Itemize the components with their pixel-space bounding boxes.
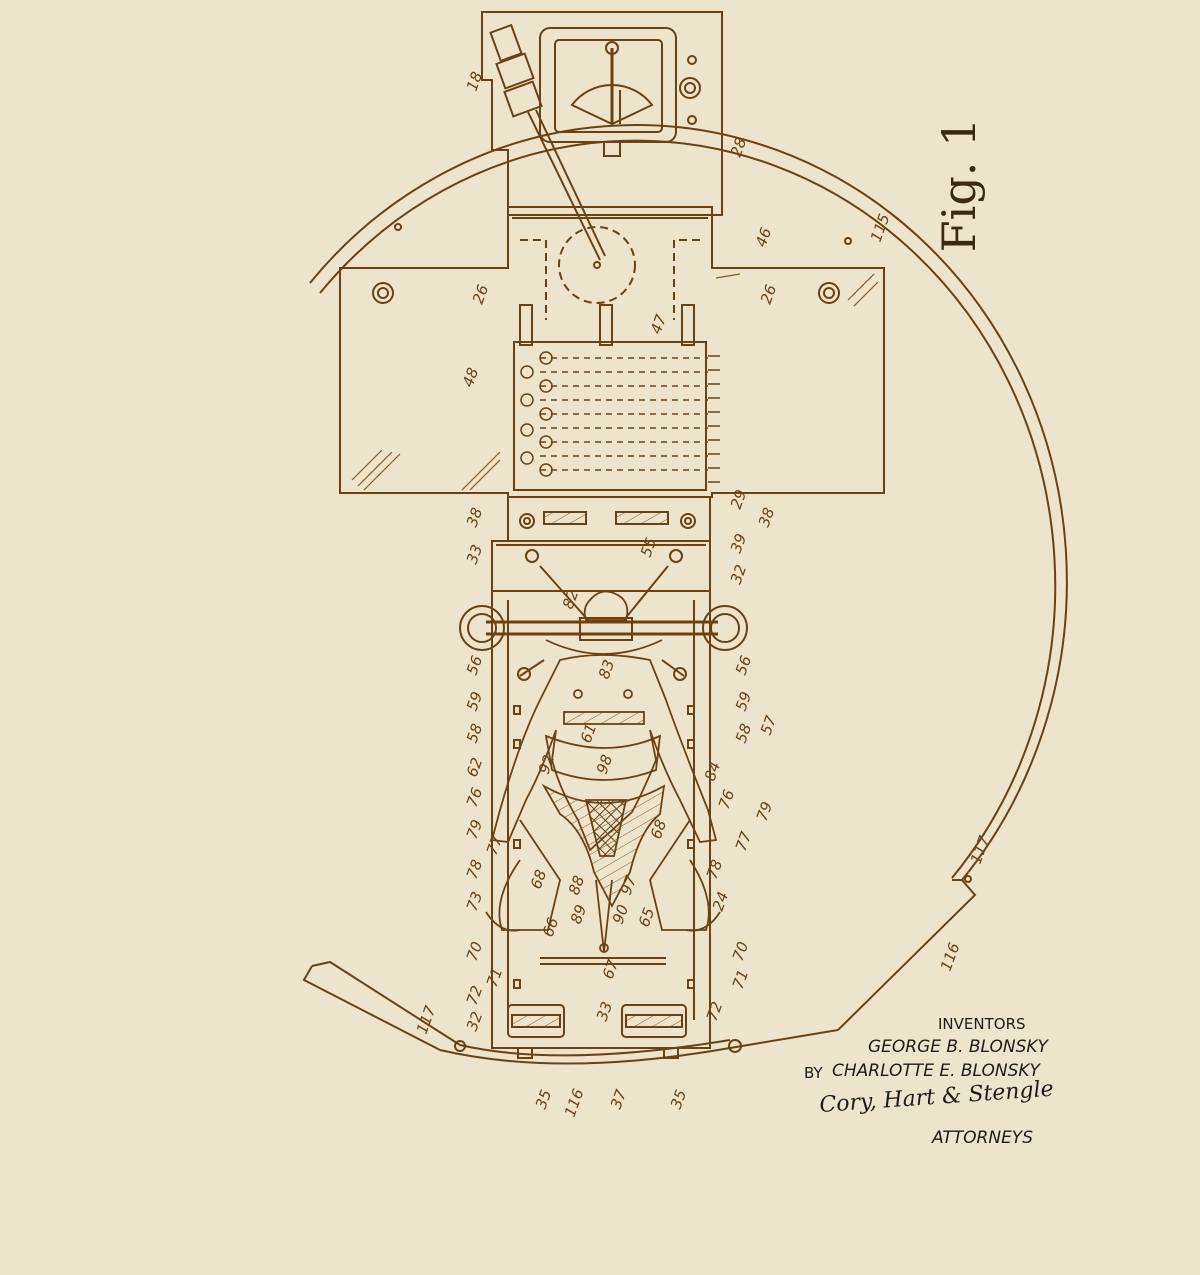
ref-83: 83 [595,657,618,681]
ref-58-right: 58 [732,721,755,745]
attorneys-label: ATTORNEYS [931,1128,1033,1148]
base-plate [339,206,885,498]
ref-116-right: 116 [937,940,964,973]
ref-72-left: 72 [463,983,486,1007]
ref-33-top: 33 [463,542,486,566]
ref-38-right: 38 [755,505,778,529]
ref-73: 73 [463,889,486,913]
table-frame [491,496,711,1059]
ref-37: 37 [607,1087,631,1112]
ref-35-left: 35 [532,1087,555,1111]
ref-38-left: 38 [463,505,486,529]
ref-70-left: 70 [463,939,486,963]
ref-55: 55 [637,535,660,559]
ref-78-left: 78 [463,857,486,881]
ref-32-right: 32 [727,562,750,586]
ref-77-left: 77 [483,833,507,858]
ref-70-right: 70 [729,939,752,963]
ref-92: 92 [535,752,558,776]
ref-28: 28 [727,135,750,159]
ref-98: 98 [593,752,616,776]
ref-24: 24 [709,889,732,913]
ref-56-left: 56 [463,653,486,677]
ref-79-left: 79 [463,817,486,841]
ref-88: 88 [565,873,588,897]
ref-26-right: 26 [757,282,780,306]
head-restraint-bar [459,549,748,681]
ref-47: 47 [647,312,671,337]
ref-26-left: 26 [469,282,492,306]
ref-71-left: 71 [483,965,506,989]
ref-117-left: 117 [413,1003,440,1036]
ref-61: 61 [577,721,600,745]
patient-figure [485,590,721,953]
ref-71-right: 71 [729,967,752,991]
ref-18: 18 [463,69,486,93]
ref-117-right: 117 [967,833,994,866]
ref-58-left: 58 [463,721,486,745]
gauge-bolt-right [679,77,701,99]
ref-90: 90 [609,902,632,926]
ref-33-bottom: 33 [593,999,616,1023]
ref-59-right: 59 [732,689,755,713]
inventors-heading: INVENTORS [938,1015,1026,1033]
ref-32-left: 32 [463,1009,486,1033]
ref-68-right: 68 [647,817,670,841]
ref-39: 39 [727,531,750,555]
attorney-signature: Cory, Hart & Stengle [819,1077,1055,1118]
ref-48: 48 [459,365,482,389]
ref-89: 89 [567,902,590,926]
ref-35-right: 35 [667,1087,690,1111]
ref-56-right: 56 [732,653,755,677]
ref-68-left: 68 [527,867,550,891]
ref-72-right: 72 [703,999,726,1023]
ref-97: 97 [617,873,641,898]
ref-82: 82 [559,587,582,611]
ref-76-left: 76 [463,785,486,809]
ref-79-right: 79 [753,799,776,823]
ref-62: 62 [463,755,486,779]
ref-46: 46 [752,225,775,249]
ref-76-right: 76 [715,787,738,811]
gauge-dial [570,84,654,126]
by-label: BY [804,1064,823,1082]
ref-78-right: 78 [703,857,726,881]
figure-label: Fig. 1 [932,118,986,253]
gauge-housing [481,11,723,261]
circular-track [302,124,1068,1065]
ref-66: 66 [539,915,562,939]
ref-59-left: 59 [463,689,486,713]
ref-116-bottom: 116 [561,1086,588,1119]
ref-65: 65 [635,905,658,929]
inventor-name-2: CHARLOTTE E. BLONSKY [832,1061,1042,1081]
ref-57: 57 [757,713,781,738]
inventors-block: INVENTORS GEORGE B. BLONSKY BY CHARLOTTE… [804,1015,1054,1148]
control-panel [513,341,720,491]
ref-84: 84 [701,759,724,783]
ref-77-right: 77 [732,829,756,854]
reference-numerals: 18 28 115 46 26 26 47 48 38 29 38 39 33 … [413,69,994,1119]
ref-29: 29 [727,487,750,511]
ref-67: 67 [599,957,623,982]
inventor-name-1: GEORGE B. BLONSKY [868,1037,1050,1057]
